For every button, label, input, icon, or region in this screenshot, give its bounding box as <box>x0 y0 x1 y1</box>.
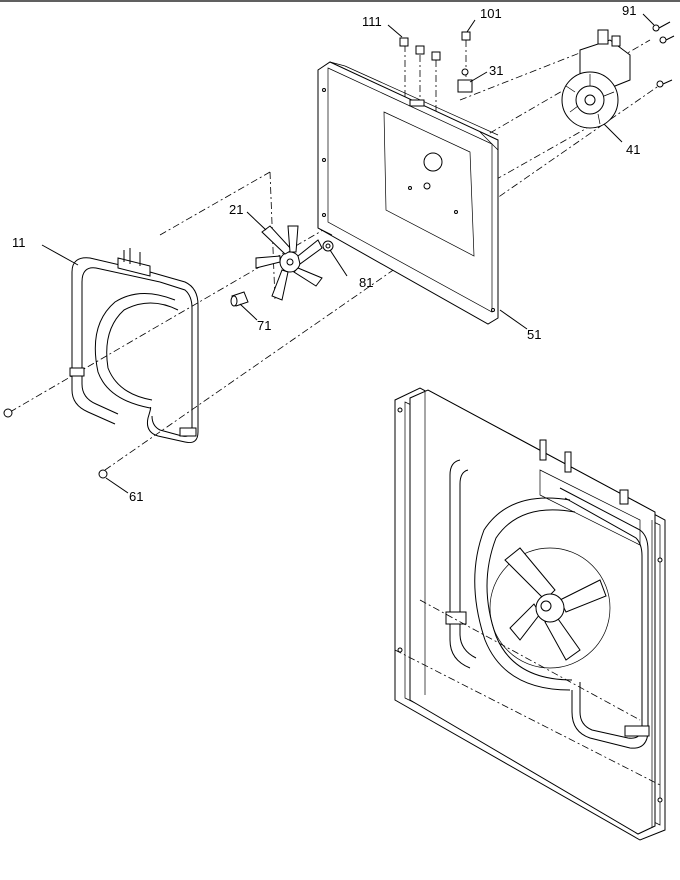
callout-101: 101 <box>480 6 502 21</box>
spacer <box>230 291 249 307</box>
assembled-view <box>394 387 666 841</box>
callout-11: 11 <box>12 235 26 250</box>
callout-51: 51 <box>527 327 541 342</box>
callout-81: 81 <box>359 275 373 290</box>
heating-element <box>69 248 199 443</box>
motor-assembly <box>561 29 631 129</box>
screws-91 <box>652 21 675 88</box>
fan-nut <box>322 240 334 252</box>
callout-21: 21 <box>229 202 243 217</box>
callout-41: 41 <box>626 142 640 157</box>
leader-lines <box>41 13 655 494</box>
rear-panel <box>317 61 499 325</box>
callout-61: 61 <box>129 489 143 504</box>
callout-31: 31 <box>489 63 503 78</box>
callout-71: 71 <box>257 318 271 333</box>
callouts: 111 101 91 31 41 21 11 81 71 51 61 <box>12 3 640 504</box>
screws-61 <box>3 408 108 479</box>
screws-top <box>399 31 473 93</box>
callout-91: 91 <box>622 3 636 18</box>
callout-111: 111 <box>362 14 382 29</box>
fan-blade <box>255 225 323 301</box>
